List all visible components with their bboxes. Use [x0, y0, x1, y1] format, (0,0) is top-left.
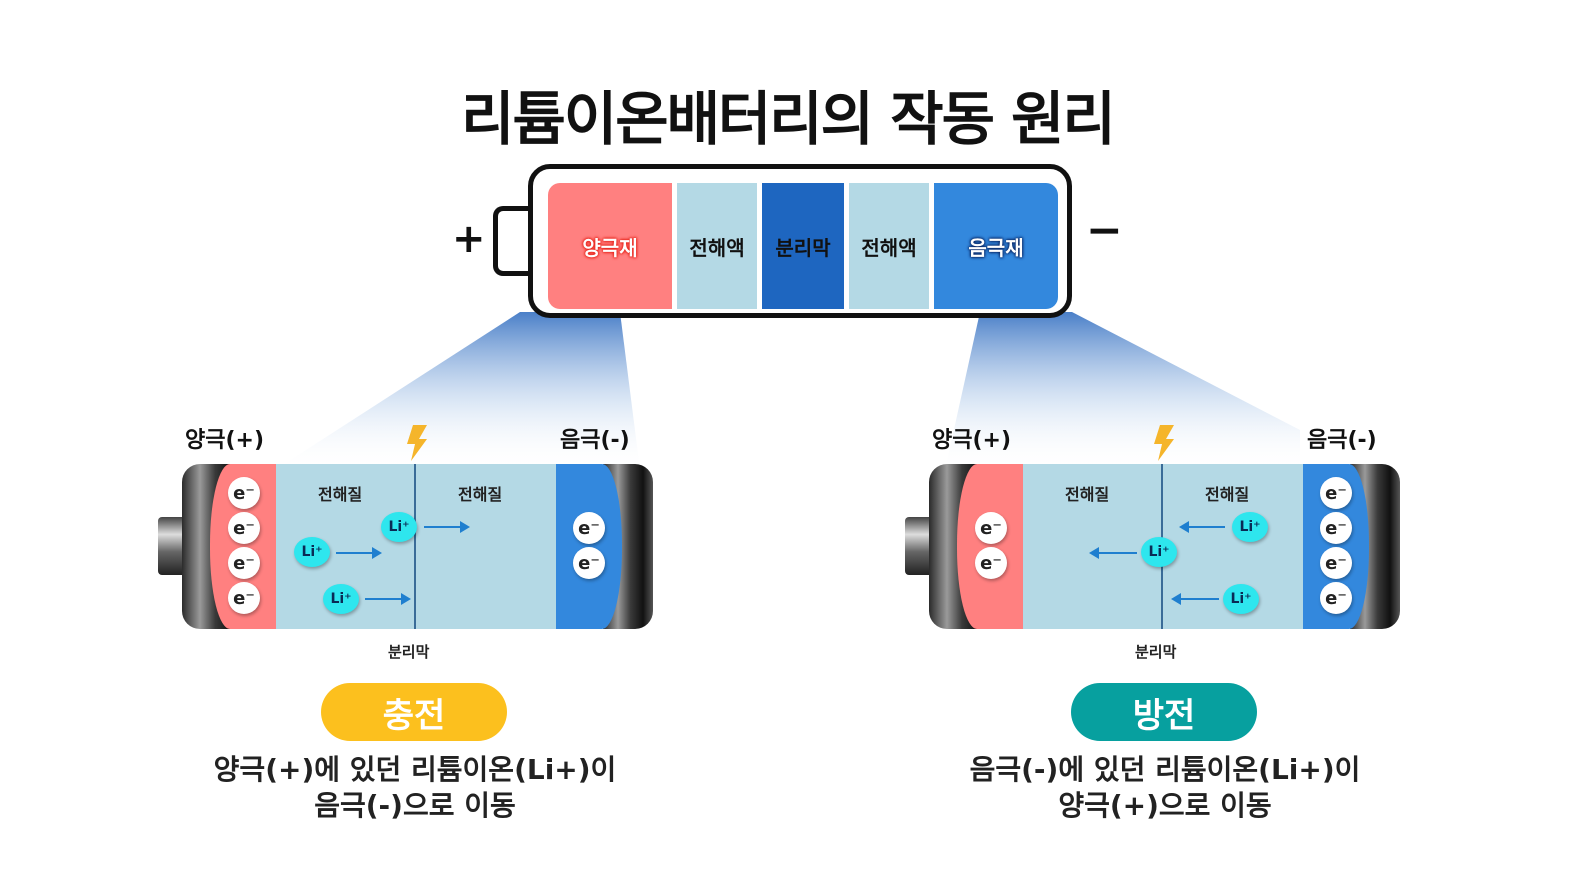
electrolyte-label: 전해질 — [318, 485, 363, 504]
arrow-right-icon — [365, 593, 411, 605]
anode-layer — [556, 464, 622, 629]
electron: e⁻ — [1320, 547, 1352, 579]
electron: e⁻ — [228, 582, 260, 614]
lightning-bolt-icon — [407, 425, 427, 461]
electron: e⁻ — [1320, 512, 1352, 544]
layer-anode-material: 음극재 — [934, 183, 1058, 309]
electron: e⁻ — [975, 547, 1007, 579]
separator-label: 분리막 — [388, 643, 430, 661]
electrolyte-label: 전해질 — [458, 485, 503, 504]
arrow-right-icon — [336, 547, 382, 559]
electron: e⁻ — [975, 512, 1007, 544]
lithium-ion: Li⁺ — [323, 584, 359, 614]
charge-cell: 전해질 전해질 e⁻ e⁻ e⁻ e⁻ e⁻ e⁻ Li⁺ Li⁺ Li⁺ — [158, 464, 653, 629]
projection-right — [945, 312, 1300, 470]
discharge-description: 음극(-)에 있던 리튬이온(Li+)이 양극(+)으로 이동 — [969, 753, 1361, 822]
layer-electrolyte-right: 전해액 — [849, 183, 929, 309]
layer-electrolyte-left: 전해액 — [677, 183, 757, 309]
layer-cathode-material: 양극재 — [548, 183, 672, 309]
lithium-ion: Li⁺ — [1141, 537, 1177, 567]
separator-line — [414, 464, 416, 629]
lithium-ion: Li⁺ — [1223, 584, 1259, 614]
electron: e⁻ — [228, 547, 260, 579]
electron: e⁻ — [1320, 582, 1352, 614]
lithium-ion: Li⁺ — [294, 537, 330, 567]
electron: e⁻ — [228, 512, 260, 544]
charge-description: 양극(+)에 있던 리튬이온(Li+)이 음극(-)으로 이동 — [213, 753, 617, 822]
cathode-label: 양극(+) — [185, 428, 265, 453]
overview-battery: 양극재 전해액 분리막 전해액 음극재 — [528, 164, 1072, 318]
arrow-left-icon — [1179, 521, 1225, 533]
arrow-left-icon — [1089, 547, 1137, 559]
layer-separator: 분리막 — [762, 183, 844, 309]
discharge-badge: 방전 — [1071, 683, 1257, 741]
electrolyte-label: 전해질 — [1205, 485, 1250, 504]
arrow-right-icon — [424, 521, 470, 533]
lithium-ion: Li⁺ — [381, 512, 417, 542]
projection-left — [275, 312, 640, 470]
minus-terminal-icon: − — [1086, 205, 1123, 256]
electron: e⁻ — [573, 547, 605, 579]
separator-label: 분리막 — [1135, 643, 1177, 661]
page-title: 리튬이온배터리의 작동 원리 — [461, 85, 1116, 153]
electron: e⁻ — [1320, 477, 1352, 509]
plus-terminal-icon: + — [452, 216, 486, 262]
electron: e⁻ — [573, 512, 605, 544]
lightning-bolt-icon — [1154, 425, 1174, 461]
electron: e⁻ — [228, 477, 260, 509]
electrolyte-label: 전해질 — [1065, 485, 1110, 504]
cell-terminal — [905, 517, 933, 575]
charge-badge: 충전 — [321, 683, 507, 741]
discharge-cell: 전해질 전해질 e⁻ e⁻ e⁻ e⁻ e⁻ e⁻ Li⁺ Li⁺ Li⁺ — [905, 464, 1400, 629]
lithium-ion: Li⁺ — [1232, 512, 1268, 542]
cathode-label: 양극(+) — [932, 428, 1012, 453]
cathode-layer — [957, 464, 1023, 629]
anode-label: 음극(-) — [560, 428, 630, 453]
arrow-left-icon — [1171, 593, 1219, 605]
cell-terminal — [158, 517, 186, 575]
anode-label: 음극(-) — [1307, 428, 1377, 453]
